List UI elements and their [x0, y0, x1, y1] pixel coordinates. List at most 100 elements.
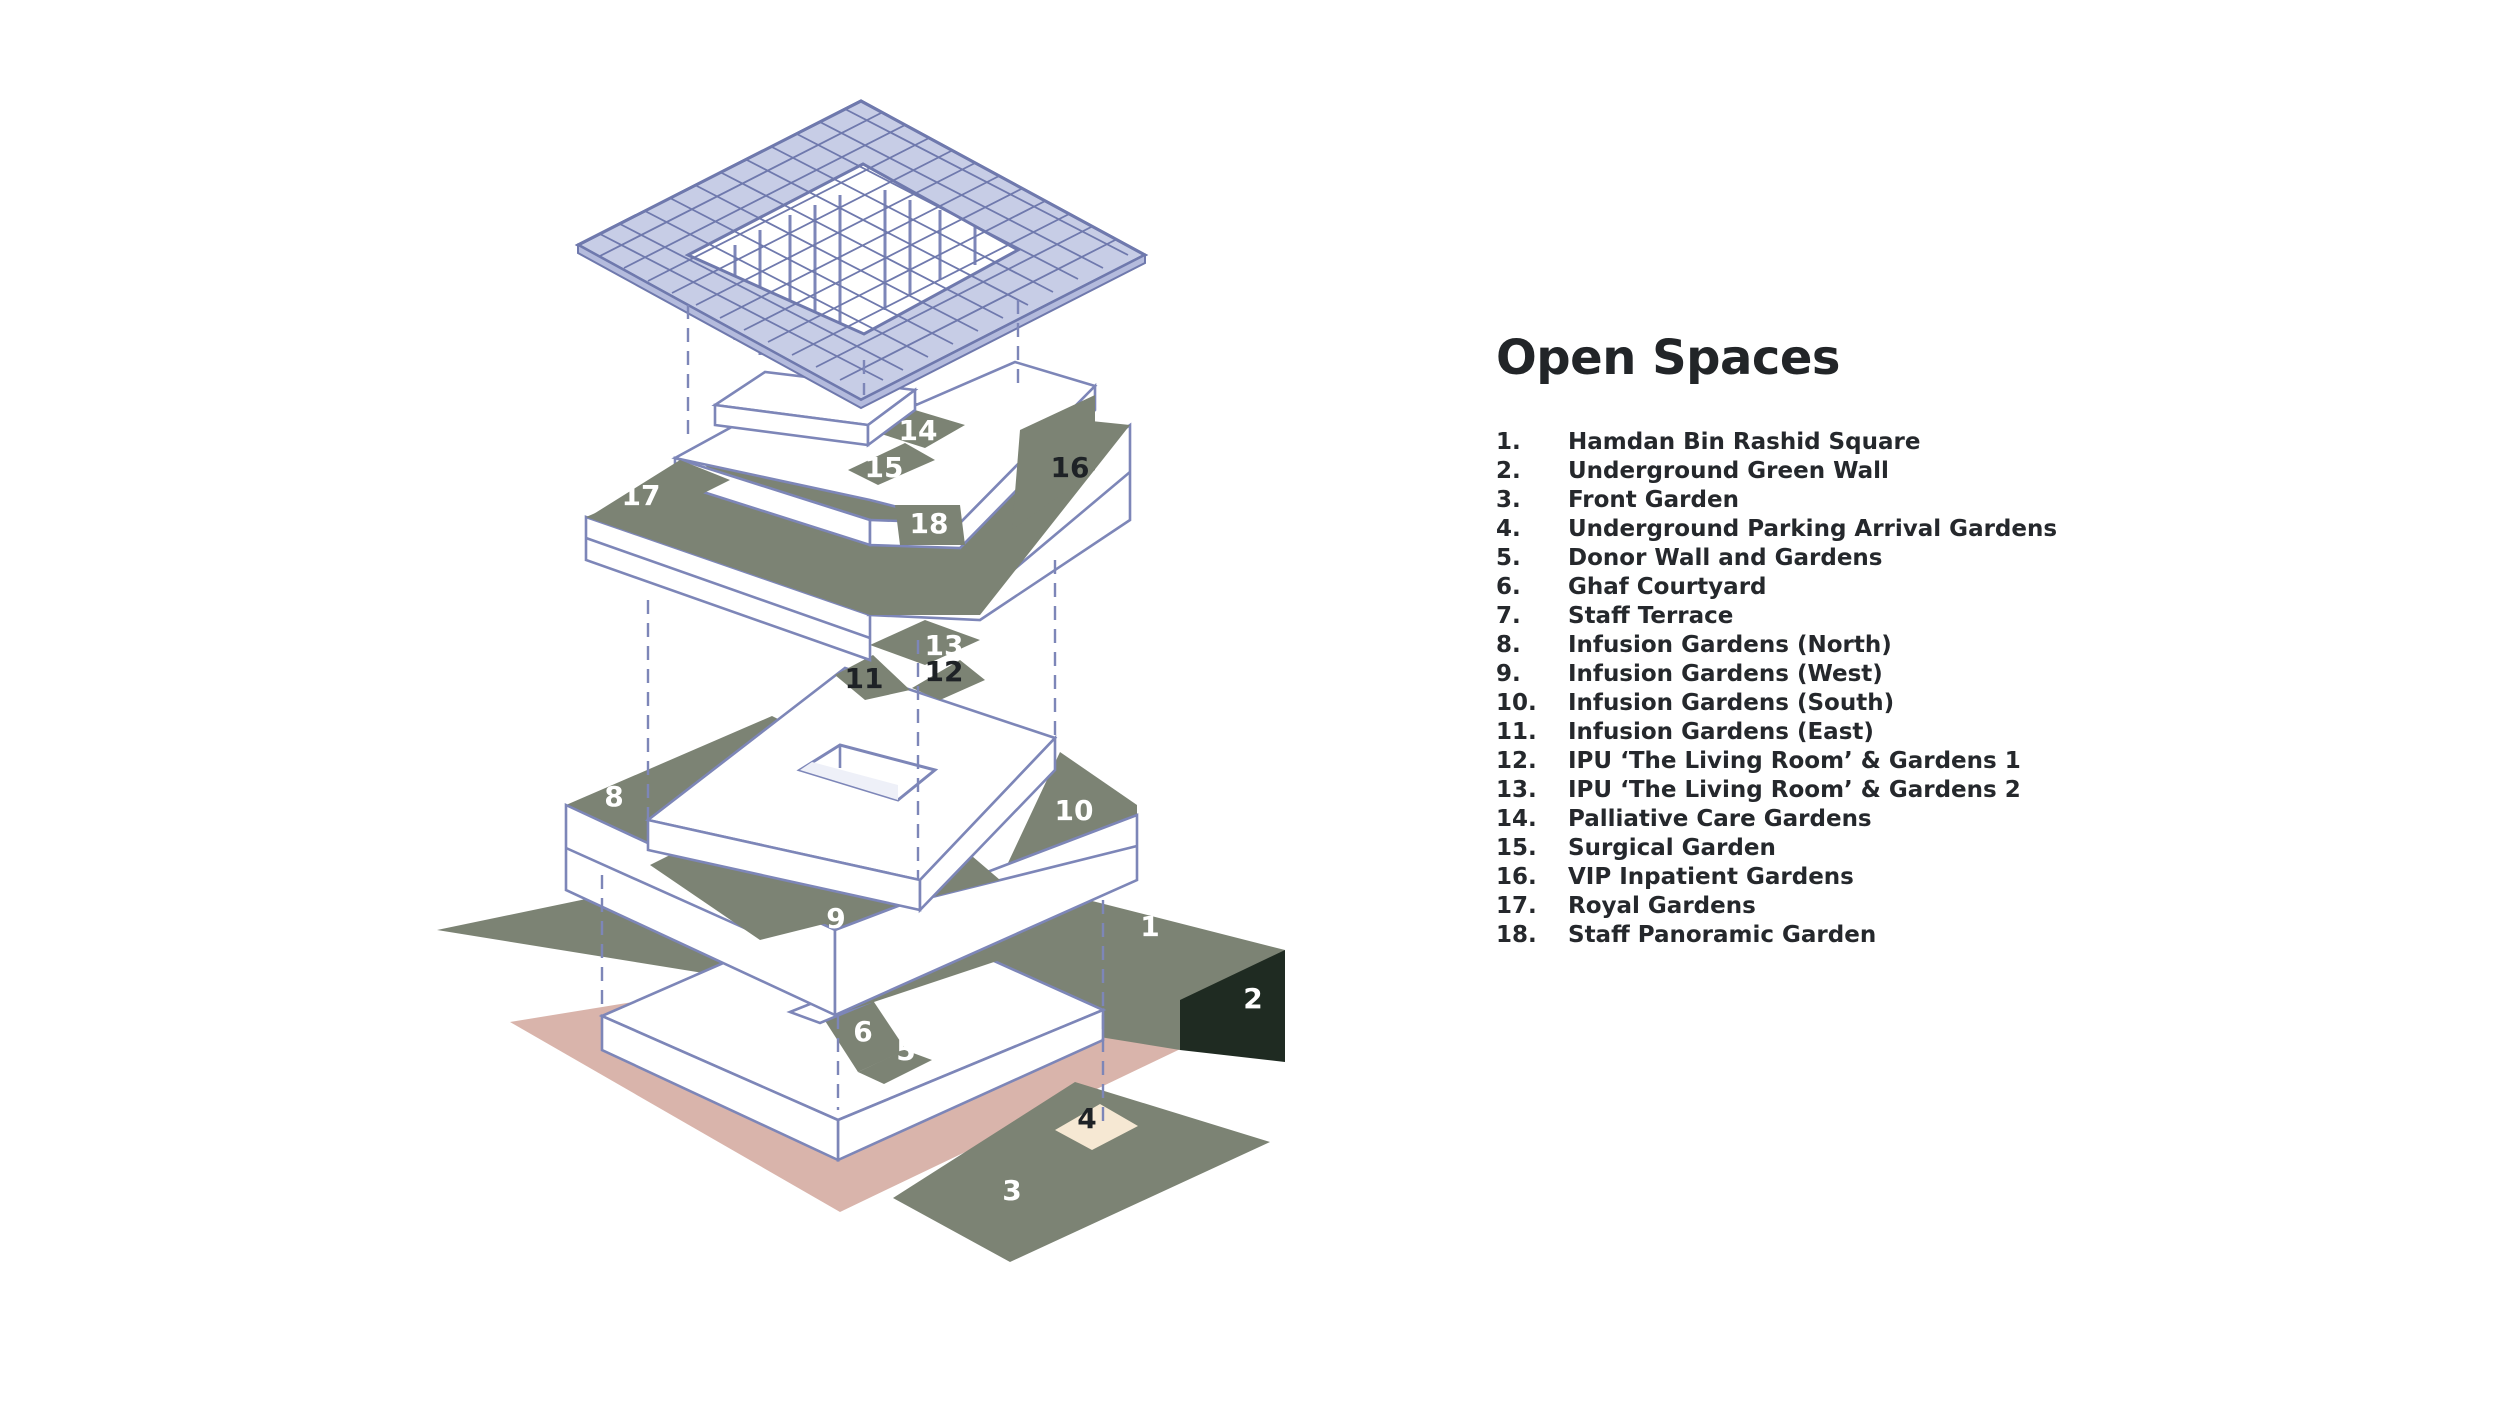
- legend-item: 7. Staff Terrace: [1496, 602, 2057, 631]
- garden-12-ipu-1: [912, 660, 985, 700]
- legend-item-label: IPU ‘The Living Room’ & Gardens 1: [1568, 748, 2021, 774]
- legend-item-label: Royal Gardens: [1568, 893, 1756, 919]
- legend-item-label: Ghaf Courtyard: [1568, 574, 1767, 600]
- garden-17-royal: [592, 460, 730, 530]
- podium-level: [564, 666, 1139, 1018]
- legend-item: 15. Surgical Garden: [1496, 834, 2057, 863]
- legend-item: 18. Staff Panoramic Garden: [1496, 921, 2057, 950]
- roof-solar-panel-grid: [599, 108, 1129, 381]
- legend-item: 17. Royal Gardens: [1496, 892, 2057, 921]
- label-13: 13: [925, 629, 964, 662]
- legend-item-number: 9.: [1496, 661, 1521, 687]
- garden-11-east: [835, 655, 910, 700]
- legend-item-number: 4.: [1496, 516, 1521, 542]
- podium-upper-block-right: [918, 734, 1057, 914]
- legend-item-label: Surgical Garden: [1568, 835, 1776, 861]
- label-11: 11: [845, 662, 884, 695]
- label-3: 3: [1002, 1174, 1021, 1207]
- legend-item-number: 13.: [1496, 777, 1537, 803]
- legend-item-label: Palliative Care Gardens: [1568, 806, 1872, 832]
- garden-number-labels: 1 2 3 4 5 6 7 8 9 10 11 12 13 14 15 16 1…: [604, 414, 1262, 1207]
- legend-item: 16. VIP Inpatient Gardens: [1496, 863, 2057, 892]
- label-15: 15: [865, 451, 904, 484]
- legend-item-label: Infusion Gardens (West): [1568, 661, 1883, 687]
- legend-item-number: 18.: [1496, 922, 1537, 948]
- legend-item: 14. Palliative Care Gardens: [1496, 805, 2057, 834]
- legend-title: Open Spaces: [1496, 330, 1841, 386]
- garden-3-front: [893, 1082, 1270, 1262]
- label-1: 1: [1140, 910, 1159, 943]
- alignment-dashed-lines: [600, 300, 1105, 1130]
- legend-item-label: Hamdan Bin Rashid Square: [1568, 429, 1921, 455]
- legend-item-number: 17.: [1496, 893, 1537, 919]
- label-9: 9: [826, 902, 845, 935]
- garden-2-green-wall: [1180, 950, 1285, 1062]
- label-12: 12: [925, 655, 964, 688]
- legend-item: 11.Infusion Gardens (East): [1496, 718, 2057, 747]
- legend-item: 6. Ghaf Courtyard: [1496, 573, 2057, 602]
- label-5: 5: [896, 1034, 915, 1067]
- legend-item: 2. Underground Green Wall: [1496, 457, 2057, 486]
- roof-outer-thickness: [577, 243, 1146, 410]
- legend-item-number: 15.: [1496, 835, 1537, 861]
- garden-18-staff-panoramic: [895, 505, 965, 545]
- legend-item: 9. Infusion Gardens (West): [1496, 660, 2057, 689]
- open-spaces-legend: Open Spaces 1. Hamdan Bin Rashid Square 2…: [1496, 330, 2057, 950]
- legend-item-number: 7.: [1496, 603, 1521, 629]
- legend-item-number: 5.: [1496, 545, 1521, 571]
- legend-item: 5. Donor Wall and Gardens: [1496, 544, 2057, 573]
- podium-courtyard-wall: [800, 762, 898, 800]
- legend-item-label: IPU ‘The Living Room’ & Gardens 2: [1568, 777, 2021, 803]
- legend-item: 12. IPU ‘The Living Room’ & Gardens 1: [1496, 747, 2057, 776]
- roof-solar-ring: [574, 99, 1149, 402]
- legend-item-label: Infusion Gardens (South): [1568, 690, 1895, 716]
- label-4: 4: [1077, 1102, 1096, 1135]
- legend-item: 4.Underground Parking Arrival Gardens: [1496, 515, 2057, 544]
- garden-4-parking-tile: [1055, 1104, 1138, 1150]
- legend-item: 3. Front Garden: [1496, 486, 2057, 515]
- podium-courtyard-opening: [796, 743, 939, 802]
- label-6: 6: [853, 1015, 872, 1048]
- legend-item-number: 16.: [1496, 864, 1537, 890]
- garden-14-palliative: [875, 410, 965, 448]
- legend-item-number: 12.: [1496, 748, 1537, 774]
- legend-item-label: Front Garden: [1568, 487, 1739, 513]
- legend-item-label: Underground Green Wall: [1568, 458, 1889, 484]
- legend-item: 10. Infusion Gardens (South): [1496, 689, 2057, 718]
- garden-15-surgical: [848, 443, 935, 485]
- legend-item: 8. Infusion Gardens (North): [1496, 631, 2057, 660]
- legend-item-label: VIP Inpatient Gardens: [1568, 864, 1854, 890]
- legend-item-number: 1.: [1496, 429, 1521, 455]
- legend-item-label: Staff Terrace: [1568, 603, 1734, 629]
- upper-tower: [584, 360, 1132, 662]
- legend-item-label: Donor Wall and Gardens: [1568, 545, 1883, 571]
- label-7: 7: [852, 942, 871, 975]
- garden-13-ipu-2: [870, 620, 980, 665]
- legend-item-number: 2.: [1496, 458, 1521, 484]
- garden-5-donor-wall: [858, 1050, 932, 1084]
- roof-level: [574, 99, 1149, 410]
- legend-item-label: Staff Panoramic Garden: [1568, 922, 1877, 948]
- legend-item: 1. Hamdan Bin Rashid Square: [1496, 428, 2057, 457]
- garden-16-vip: [1012, 395, 1095, 530]
- legend-item-number: 14.: [1496, 806, 1537, 832]
- label-18: 18: [910, 507, 949, 540]
- label-8: 8: [604, 780, 623, 813]
- legend-item: 13. IPU ‘The Living Room’ & Gardens 2: [1496, 776, 2057, 805]
- label-14: 14: [899, 414, 938, 447]
- label-16: 16: [1051, 451, 1090, 484]
- garden-10-south: [1000, 752, 1137, 880]
- legend-item-number: 10.: [1496, 690, 1537, 716]
- legend-list: 1. Hamdan Bin Rashid Square 2. Underground…: [1496, 428, 2057, 950]
- legend-item-number: 11.: [1496, 719, 1537, 745]
- mid-gardens: [835, 620, 985, 700]
- legend-item-number: 8.: [1496, 632, 1521, 658]
- label-17: 17: [622, 479, 661, 512]
- legend-item-number: 3.: [1496, 487, 1521, 513]
- tower-small-box-side: [866, 387, 917, 448]
- legend-item-number: 6.: [1496, 574, 1521, 600]
- label-2: 2: [1243, 982, 1262, 1015]
- label-10: 10: [1055, 794, 1094, 827]
- legend-item-label: Infusion Gardens (North): [1568, 632, 1892, 658]
